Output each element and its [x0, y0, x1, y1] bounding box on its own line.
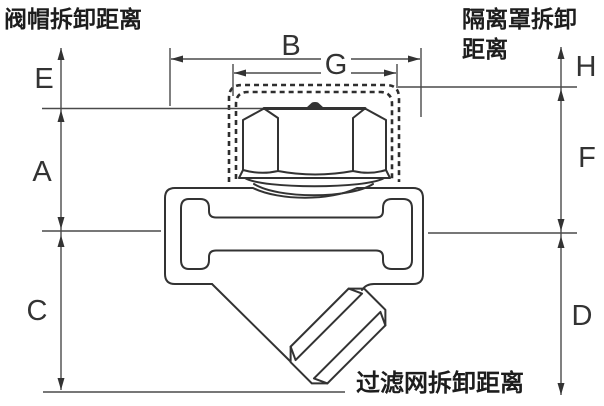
trap-body — [164, 187, 424, 291]
dim-g-arrow-right — [384, 69, 396, 77]
isolation-cover-dashed-outline — [227, 83, 401, 182]
label-dimension-a: A — [32, 156, 52, 188]
label-cover-removal-line1: 隔离罩拆卸 — [462, 6, 577, 33]
strainer-hex-plug — [289, 287, 387, 385]
strainer-funnel-left-edge — [211, 283, 297, 368]
dim-a-arrow-up — [57, 110, 65, 122]
bonnet-flange — [238, 169, 391, 179]
bonnet-hex-faces — [242, 107, 387, 176]
label-dimension-h: H — [576, 51, 597, 83]
label-dimension-f: F — [578, 142, 596, 174]
extension-lines — [42, 86, 577, 393]
dim-g-label-mask — [321, 48, 351, 74]
dim-f-arrow-down — [557, 219, 565, 231]
left-dimension-column — [57, 48, 65, 390]
dim-d-arrow-up — [557, 236, 565, 248]
trap-body-ibeam-recess — [180, 198, 413, 270]
label-dimension-d: D — [572, 300, 593, 332]
dim-f-arrow-up — [557, 89, 565, 101]
label-bonnet-removal: 阀帽拆卸距离 — [4, 6, 142, 33]
label-dimension-g: G — [325, 49, 348, 81]
labels: E A C B G H F D 阀帽拆卸距离 隔离罩拆卸 距离 过滤网拆卸距离 — [4, 6, 596, 397]
trap-body-outline — [164, 187, 424, 291]
label-strainer-removal: 过滤网拆卸距离 — [356, 369, 524, 397]
bonnet-hex-cap — [238, 102, 391, 197]
label-dimension-b: B — [281, 30, 300, 62]
right-dimension-column — [557, 47, 565, 395]
strainer-plug-outline — [289, 287, 387, 385]
dim-c-arrow-up — [57, 235, 65, 247]
dim-g-arrow-left — [234, 69, 246, 77]
dimension-b — [169, 48, 422, 117]
dim-e-arrow-up — [57, 48, 65, 60]
dim-d-arrow-down — [557, 383, 565, 395]
dim-a-arrow-down — [57, 217, 65, 229]
label-cover-removal-line2: 距离 — [462, 36, 508, 63]
dimension-g — [232, 64, 398, 96]
label-dimension-c: C — [27, 295, 48, 327]
dim-h-arrow-up — [557, 47, 565, 59]
dim-c-arrow-down — [57, 378, 65, 390]
label-dimension-e: E — [34, 63, 53, 95]
strainer-plug-facets — [289, 287, 387, 385]
dim-b-arrow-left — [171, 55, 183, 63]
isolation-cover-outer — [227, 83, 401, 182]
bonnet-center-nub — [306, 102, 324, 108]
dim-b-arrow-right — [408, 55, 420, 63]
